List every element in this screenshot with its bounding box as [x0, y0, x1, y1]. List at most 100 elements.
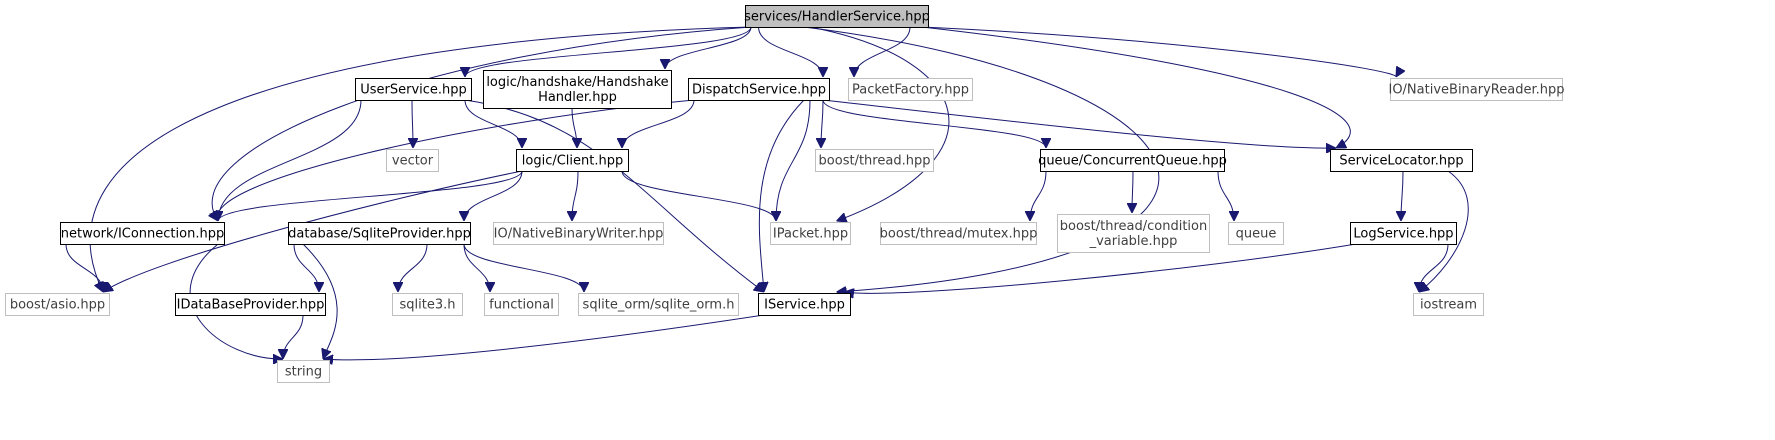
edge-handler-to-packetfactory — [854, 26, 911, 78]
node-label-queue: queue — [1236, 227, 1277, 242]
node-label-boostthread: boost/thread.hpp — [819, 154, 931, 169]
edge-sqliteprovider-to-string — [302, 243, 338, 359]
node-box-userservice — [355, 78, 472, 101]
node-label-mutex: boost/thread/mutex.hpp — [880, 227, 1038, 242]
node-label-handler: services/HandlerService.hpp — [744, 10, 930, 25]
edge-dispatch-to-iconnection — [217, 99, 695, 221]
node-idbprovider: IDataBaseProvider.hpp — [175, 293, 326, 316]
node-asio: boost/asio.hpp — [5, 293, 110, 316]
node-box-sqlite3 — [392, 293, 463, 316]
node-box-handshake — [483, 70, 672, 109]
node-label-iservice: IService.hpp — [764, 298, 845, 313]
node-mutex: boost/thread/mutex.hpp — [880, 222, 1038, 245]
node-sqlite3: sqlite3.h — [392, 293, 463, 316]
node-label-functional: functional — [489, 298, 554, 313]
node-ipacket: IPacket.hpp — [770, 222, 851, 245]
node-box-boostthread — [815, 149, 934, 172]
edge-sqliteprovider-to-sqlite3 — [398, 243, 428, 292]
node-packetfactory: PacketFactory.hpp — [848, 78, 973, 101]
edge-sqliteprovider-to-functional — [463, 243, 490, 292]
edge-iservice-to-string — [323, 314, 765, 360]
node-label-sqliteorm: sqlite_orm/sqlite_orm.h — [583, 298, 735, 313]
node-client: logic/Client.hpp — [516, 149, 629, 172]
edge-servicelocator-to-iostream — [1419, 170, 1469, 292]
edge-handler-to-nbreader — [921, 26, 1396, 77]
node-iservice: IService.hpp — [758, 293, 851, 316]
node-box-sqliteorm — [578, 293, 739, 316]
node-nbreader: IO/NativeBinaryReader.hpp — [1388, 78, 1565, 101]
node-box-mutex — [880, 222, 1037, 245]
node-box-functional — [484, 293, 559, 316]
node-label-condvar-line-2: _variable.hpp — [1089, 234, 1178, 249]
edge-iconnection-to-asio — [65, 243, 103, 293]
node-cqueue: queue/ConcurrentQueue.hpp — [1038, 149, 1227, 172]
edge-userservice-to-iservice — [464, 99, 764, 292]
edge-handler-to-iconnection — [212, 26, 752, 221]
edge-dispatch-to-iservice — [759, 99, 805, 292]
node-box-iconnection — [60, 222, 225, 245]
node-label-sqliteprovider: database/SqliteProvider.hpp — [288, 227, 471, 242]
edge-dispatch-to-cqueue — [822, 99, 1046, 149]
edge-client-to-sqliteprovider — [464, 170, 523, 222]
node-label-vector: vector — [392, 154, 434, 169]
edge-handler-to-ipacket — [809, 26, 950, 221]
node-iostream: iostream — [1413, 293, 1484, 316]
edge-handler-to-handshake — [665, 26, 752, 70]
node-box-idbprovider — [175, 293, 326, 316]
edge-client-to-asio — [103, 170, 523, 292]
node-box-sqliteprovider — [288, 222, 471, 245]
node-handler: services/HandlerService.hpp — [744, 5, 930, 28]
node-sqliteprovider: database/SqliteProvider.hpp — [288, 222, 471, 245]
node-boostthread: boost/thread.hpp — [815, 149, 934, 172]
edge-cqueue-to-condvar — [1132, 170, 1133, 213]
node-label-client: logic/Client.hpp — [522, 154, 623, 169]
node-label-iconnection: network/IConnection.hpp — [61, 227, 224, 242]
edge-logservice-to-iservice — [844, 243, 1357, 293]
node-label-handshake-line-2: Handler.hpp — [538, 90, 617, 105]
node-label-idbprovider: IDataBaseProvider.hpp — [177, 298, 325, 313]
edge-client-to-ipacket — [621, 170, 776, 222]
nodes-layer: services/HandlerService.hppUserService.h… — [5, 5, 1565, 383]
node-label-string: string — [285, 365, 322, 380]
edge-dispatch-to-servicelocator — [822, 99, 1336, 148]
node-servicelocator: ServiceLocator.hpp — [1330, 149, 1473, 172]
edge-idbprovider-to-string — [283, 314, 304, 359]
node-box-packetfactory — [848, 78, 973, 101]
node-box-client — [516, 149, 629, 172]
node-functional: functional — [484, 293, 559, 316]
node-label-nbwriter: IO/NativeBinaryWriter.hpp — [494, 227, 664, 242]
node-box-nbwriter — [493, 222, 664, 245]
edge-logservice-to-iostream — [1419, 243, 1449, 292]
node-queue: queue — [1228, 222, 1284, 245]
edge-handler-to-dispatch — [758, 26, 824, 78]
node-label-handshake-line-1: logic/handshake/Handshake — [486, 75, 668, 90]
node-label-nbreader: IO/NativeBinaryReader.hpp — [1388, 83, 1564, 98]
node-label-userservice: UserService.hpp — [360, 83, 467, 98]
node-box-iostream — [1413, 293, 1484, 316]
node-box-iservice — [758, 293, 851, 316]
edge-cqueue-to-queue — [1217, 170, 1234, 221]
node-dispatch: DispatchService.hpp — [688, 78, 830, 101]
node-sqliteorm: sqlite_orm/sqlite_orm.h — [578, 293, 739, 316]
edge-servicelocator-to-logservice — [1401, 170, 1403, 221]
node-condvar: boost/thread/condition_variable.hpp — [1057, 214, 1210, 253]
node-label-sqlite3: sqlite3.h — [400, 298, 456, 313]
node-box-dispatch — [688, 78, 830, 101]
edge-iconnection-to-string — [189, 243, 283, 359]
node-box-asio — [5, 293, 110, 316]
node-box-ipacket — [770, 222, 851, 245]
node-string: string — [277, 360, 330, 383]
node-label-ipacket: IPacket.hpp — [773, 227, 848, 242]
node-label-asio: boost/asio.hpp — [10, 298, 105, 313]
node-box-vector — [386, 149, 439, 172]
node-label-cqueue: queue/ConcurrentQueue.hpp — [1038, 154, 1227, 169]
node-label-dispatch: DispatchService.hpp — [692, 83, 826, 98]
node-label-condvar-line-1: boost/thread/condition — [1060, 219, 1208, 234]
node-logservice: LogService.hpp — [1350, 222, 1457, 245]
node-iconnection: network/IConnection.hpp — [60, 222, 225, 245]
node-nbwriter: IO/NativeBinaryWriter.hpp — [493, 222, 664, 245]
node-box-queue — [1228, 222, 1284, 245]
edge-userservice-to-client — [464, 99, 522, 149]
node-box-servicelocator — [1330, 149, 1473, 172]
